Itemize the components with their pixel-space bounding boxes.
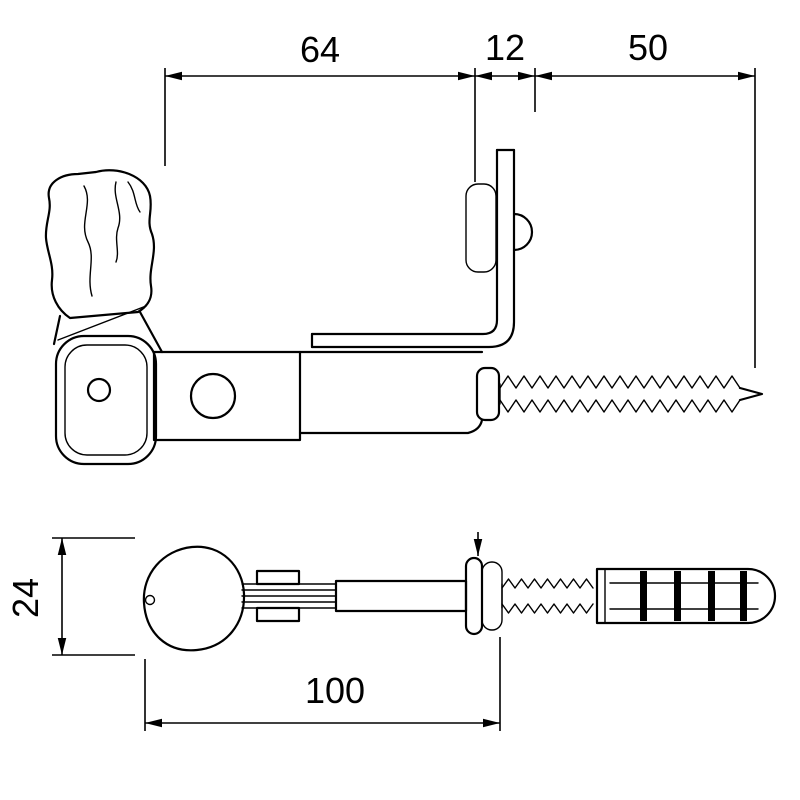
knob-outline: [142, 545, 246, 652]
plan-thread-bottom: [501, 603, 594, 614]
bracket-bump: [512, 212, 534, 252]
mount-hole-small: [86, 377, 112, 403]
screw-head: [475, 366, 501, 422]
knob-detail-hole: [144, 594, 156, 606]
screw-tip: [738, 386, 764, 402]
side-view: [44, 148, 764, 466]
dimension-group-24: 24: [5, 537, 135, 656]
wall-anchor-rib: [708, 571, 715, 621]
arm-bar: [152, 350, 302, 442]
dim-label-100: 100: [305, 670, 365, 711]
plan-thread-top: [501, 578, 594, 589]
shaft-clamp-top: [255, 569, 301, 586]
grip-contour-line: [114, 181, 121, 263]
screw-thread-bottom: [499, 399, 741, 413]
bracket-plate-inner: [310, 148, 499, 336]
mount-body-inner: [64, 344, 148, 456]
dim-label-24: 24: [5, 578, 46, 618]
grip-outline: [44, 169, 156, 320]
shaft-clamp-bottom: [255, 606, 301, 623]
grip-contour-line: [127, 181, 141, 213]
dimension-group-100: 100: [144, 637, 501, 731]
wall-anchor-rib: [740, 571, 747, 621]
bracket-back-plate: [465, 183, 497, 273]
plan-view: [142, 545, 777, 652]
shaft-body: [334, 579, 468, 613]
grip-collar: [52, 314, 62, 346]
washer-back: [481, 561, 503, 631]
wall-anchor-rib: [640, 571, 647, 621]
dimension-group-top: 64 12 50: [164, 27, 756, 368]
bracket-plate-outer: [310, 148, 516, 349]
dim-label-64: 64: [300, 29, 340, 70]
dim-label-50: 50: [628, 27, 668, 68]
wall-anchor-rib: [674, 571, 681, 621]
arm-extension-bottom: [298, 418, 484, 435]
arm-pivot-hole: [189, 372, 237, 420]
grip-collar: [138, 310, 164, 354]
grip-collar-diagonal: [57, 305, 147, 341]
grip-contour-line: [83, 185, 93, 297]
washer-front: [464, 556, 484, 636]
mount-body-outer: [54, 334, 158, 466]
dim-label-12: 12: [485, 27, 525, 68]
wall-anchor-outline: [595, 567, 777, 625]
screw-thread-top: [499, 375, 741, 389]
